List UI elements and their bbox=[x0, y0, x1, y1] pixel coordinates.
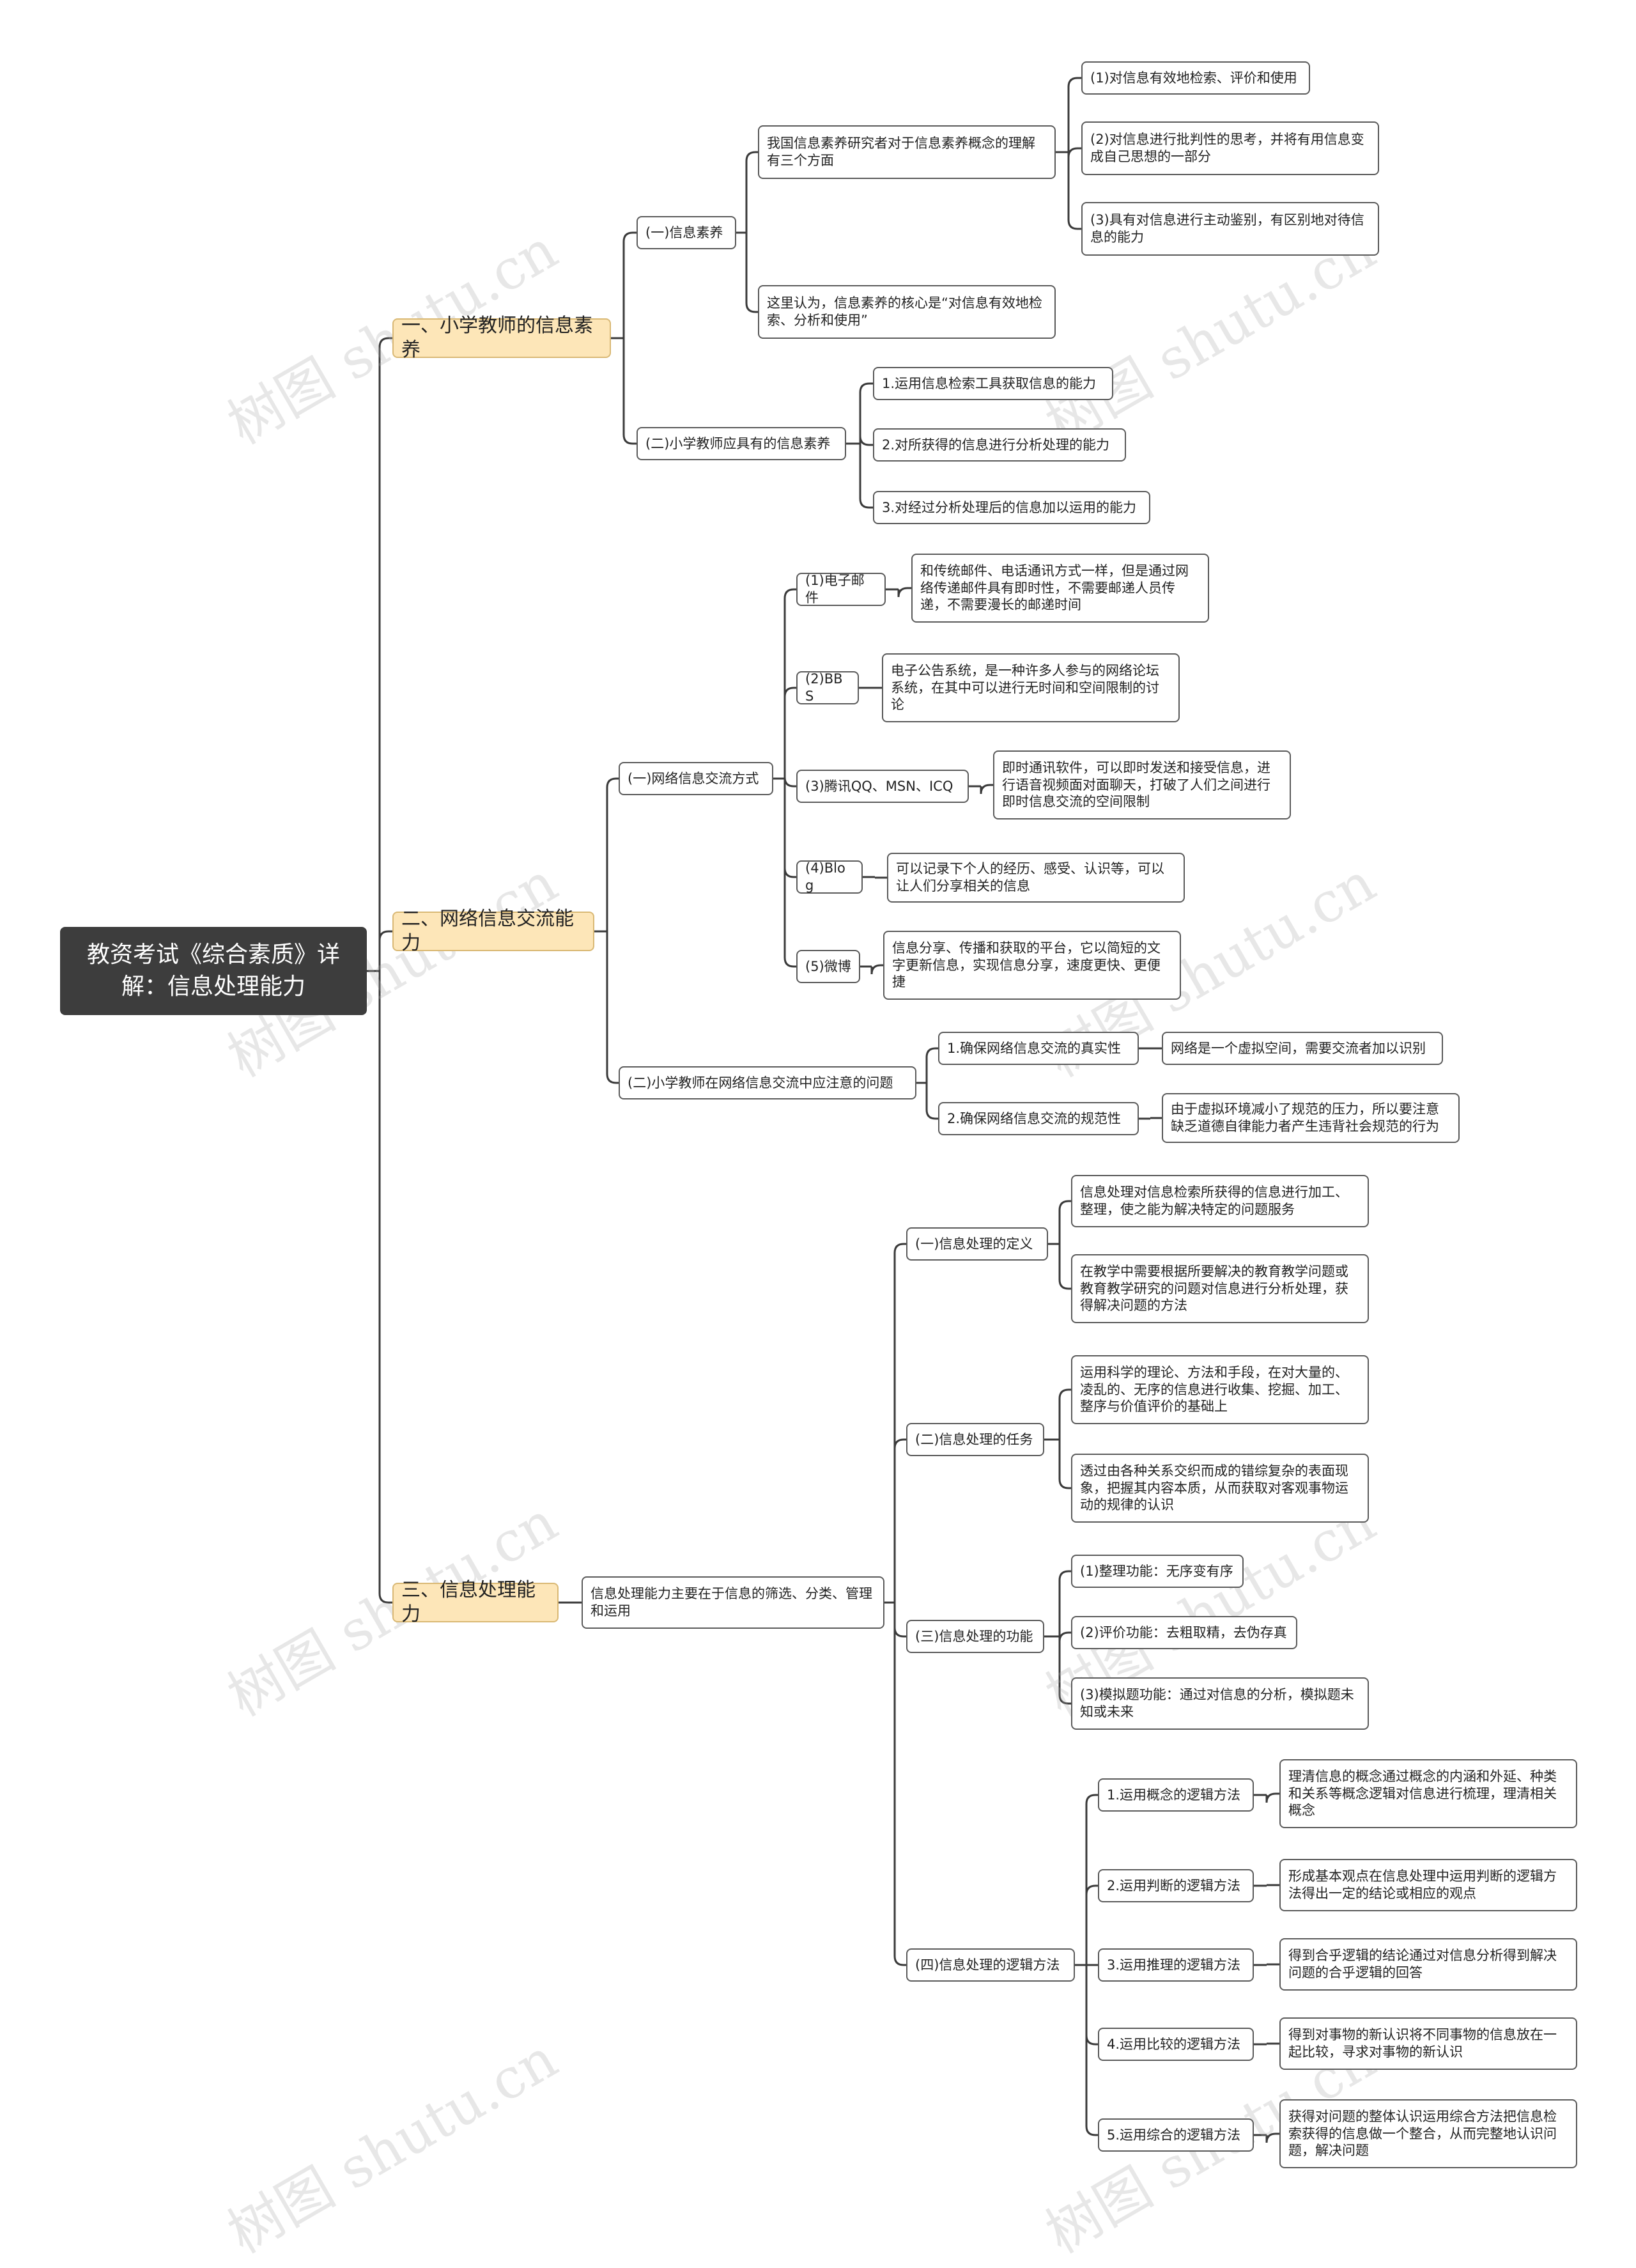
node-processing-definition[interactable]: (一)信息处理的定义 bbox=[906, 1227, 1048, 1261]
leaf-logic-comparison-desc[interactable]: 得到对事物的新认识将不同事物的信息放在一起比较，寻求对事物的新认识 bbox=[1279, 2017, 1577, 2070]
node-logic-judgment[interactable]: 2.运用判断的逻辑方法 bbox=[1098, 1869, 1254, 1902]
node-processing-main[interactable]: 信息处理能力主要在于信息的筛选、分类、管理和运用 bbox=[582, 1576, 884, 1629]
connector bbox=[367, 337, 392, 1604]
node-processing-function[interactable]: (三)信息处理的功能 bbox=[906, 1620, 1044, 1653]
leaf-blog-desc[interactable]: 可以记录下个人的经历、感受、认识等，可以让人们分享相关的信息 bbox=[887, 853, 1185, 903]
leaf-literacy-core[interactable]: 这里认为，信息素养的核心是“对信息有效地检索、分析和使用” bbox=[758, 285, 1056, 339]
connector bbox=[611, 231, 637, 445]
leaf-aspect-2[interactable]: (2)对信息进行批判性的思考，并将有用信息变成自己思想的一部分 bbox=[1081, 121, 1379, 175]
leaf-aspect-1[interactable]: (1)对信息有效地检索、评价和使用 bbox=[1081, 61, 1310, 95]
root-topic[interactable]: 教资考试《综合素质》详解：信息处理能力 bbox=[60, 927, 367, 1015]
branch-info-processing[interactable]: 三、信息处理能力 bbox=[392, 1579, 559, 1626]
connector bbox=[1044, 1570, 1071, 1705]
leaf-function-1[interactable]: (1)整理功能：无序变有序 bbox=[1071, 1555, 1244, 1588]
connector bbox=[1056, 77, 1081, 230]
node-three-aspects[interactable]: 我国信息素养研究者对于信息素养概念的理解有三个方面 bbox=[758, 125, 1056, 179]
leaf-logic-concept-desc[interactable]: 理清信息的概念通过概念的内涵和外延、种类和关系等概念逻辑对信息进行梳理，理清相关… bbox=[1279, 1759, 1577, 1828]
connector bbox=[863, 876, 887, 879]
leaf-teacher-literacy-3[interactable]: 3.对经过分析处理后的信息加以运用的能力 bbox=[873, 491, 1150, 524]
leaf-function-2[interactable]: (2)评价功能：去粗取精，去伪存真 bbox=[1071, 1616, 1297, 1649]
node-info-literacy[interactable]: (一)信息素养 bbox=[637, 216, 736, 249]
leaf-logic-synthesis-desc[interactable]: 获得对问题的整体认识运用综合方法把信息检索获得的信息做一个整合，从而完整地认识问… bbox=[1279, 2099, 1577, 2168]
leaf-authenticity-desc[interactable]: 网络是一个虚拟空间，需要交流者加以识别 bbox=[1162, 1032, 1443, 1065]
leaf-function-3[interactable]: (3)模拟题功能：通过对信息的分析，模拟题未知或未来 bbox=[1071, 1677, 1369, 1730]
connector bbox=[1075, 1794, 1098, 2136]
leaf-task-1[interactable]: 运用科学的理论、方法和手段，在对大量的、凌乱的、无序的信息进行收集、挖掘、加工、… bbox=[1071, 1355, 1369, 1424]
node-im[interactable]: (3)腾讯QQ、MSN、ICQ bbox=[796, 770, 969, 803]
leaf-logic-inference-desc[interactable]: 得到合乎逻辑的结论通过对信息分析得到解决问题的合乎逻辑的回答 bbox=[1279, 1938, 1577, 1991]
leaf-email-desc[interactable]: 和传统邮件、电话通讯方式一样，但是通过网络传递邮件具有即时性，不需要邮递人员传递… bbox=[911, 554, 1209, 623]
leaf-teacher-literacy-1[interactable]: 1.运用信息检索工具获取信息的能力 bbox=[873, 367, 1113, 400]
connector bbox=[860, 964, 883, 975]
node-network-methods[interactable]: (一)网络信息交流方式 bbox=[619, 762, 773, 795]
connector bbox=[1048, 1200, 1071, 1290]
connector bbox=[773, 588, 796, 968]
node-logic-inference[interactable]: 3.运用推理的逻辑方法 bbox=[1098, 1948, 1254, 1982]
connector bbox=[916, 1047, 938, 1120]
leaf-definition-2[interactable]: 在教学中需要根据所要解决的教育教学问题或教育教学研究的问题对信息进行分析处理，获… bbox=[1071, 1254, 1369, 1323]
leaf-weibo-desc[interactable]: 信息分享、传播和获取的平台，它以简短的文字更新信息，实现信息分享，速度更快、更便… bbox=[883, 931, 1181, 1000]
node-blog[interactable]: (4)Blog bbox=[796, 860, 863, 894]
connector bbox=[594, 777, 619, 1084]
connector bbox=[1254, 2132, 1279, 2143]
leaf-im-desc[interactable]: 即时通讯软件，可以即时发送和接受信息，进行语音视频面对面聊天，打破了人们之间进行… bbox=[993, 750, 1291, 819]
node-bbs[interactable]: (2)BBS bbox=[796, 671, 859, 704]
connector bbox=[884, 1243, 906, 1966]
node-weibo[interactable]: (5)微博 bbox=[796, 950, 860, 983]
connector bbox=[1254, 1963, 1279, 1966]
node-processing-logic[interactable]: (四)信息处理的逻辑方法 bbox=[906, 1948, 1075, 1982]
connector bbox=[1254, 1884, 1279, 1887]
node-normativity[interactable]: 2.确保网络信息交流的规范性 bbox=[938, 1102, 1139, 1135]
node-network-issues[interactable]: (二)小学教师在网络信息交流中应注意的问题 bbox=[619, 1066, 916, 1099]
connector bbox=[846, 382, 873, 509]
node-logic-comparison[interactable]: 4.运用比较的逻辑方法 bbox=[1098, 2028, 1254, 2061]
connector bbox=[1044, 1388, 1071, 1489]
node-authenticity[interactable]: 1.确保网络信息交流的真实性 bbox=[938, 1032, 1139, 1065]
connector bbox=[969, 784, 993, 795]
leaf-definition-1[interactable]: 信息处理对信息检索所获得的信息进行加工、整理，使之能为解决特定的问题服务 bbox=[1071, 1175, 1369, 1227]
node-processing-task[interactable]: (二)信息处理的任务 bbox=[906, 1423, 1044, 1456]
leaf-aspect-3[interactable]: (3)具有对信息进行主动鉴别，有区别地对待信息的能力 bbox=[1081, 202, 1379, 256]
leaf-task-2[interactable]: 透过由各种关系交织而成的错综复杂的表面现象，把握其内容本质，从而获取对客观事物运… bbox=[1071, 1454, 1369, 1523]
leaf-teacher-literacy-2[interactable]: 2.对所获得的信息进行分析处理的能力 bbox=[873, 428, 1126, 462]
connector bbox=[886, 587, 911, 598]
leaf-logic-judgment-desc[interactable]: 形成基本观点在信息处理中运用判断的逻辑方法得出一定的结论或相应的观点 bbox=[1279, 1859, 1577, 1911]
node-logic-synthesis[interactable]: 5.运用综合的逻辑方法 bbox=[1098, 2118, 1254, 2152]
branch-network-communication[interactable]: 二、网络信息交流能力 bbox=[392, 908, 594, 954]
connector bbox=[1254, 1792, 1279, 1803]
leaf-bbs-desc[interactable]: 电子公告系统，是一种许多人参与的网络论坛系统，在其中可以进行无时间和空间限制的讨… bbox=[882, 653, 1180, 722]
branch-info-literacy[interactable]: 一、小学教师的信息素养 bbox=[392, 315, 611, 361]
node-teacher-literacy[interactable]: (二)小学教师应具有的信息素养 bbox=[637, 427, 846, 460]
node-email[interactable]: (1)电子邮件 bbox=[796, 573, 886, 606]
connector bbox=[736, 151, 758, 313]
node-logic-concept[interactable]: 1.运用概念的逻辑方法 bbox=[1098, 1778, 1254, 1812]
connector bbox=[1139, 1117, 1162, 1120]
leaf-normativity-desc[interactable]: 由于虚拟环境减小了规范的压力，所以要注意缺乏道德自律能力者产生违背社会规范的行为 bbox=[1162, 1093, 1460, 1143]
